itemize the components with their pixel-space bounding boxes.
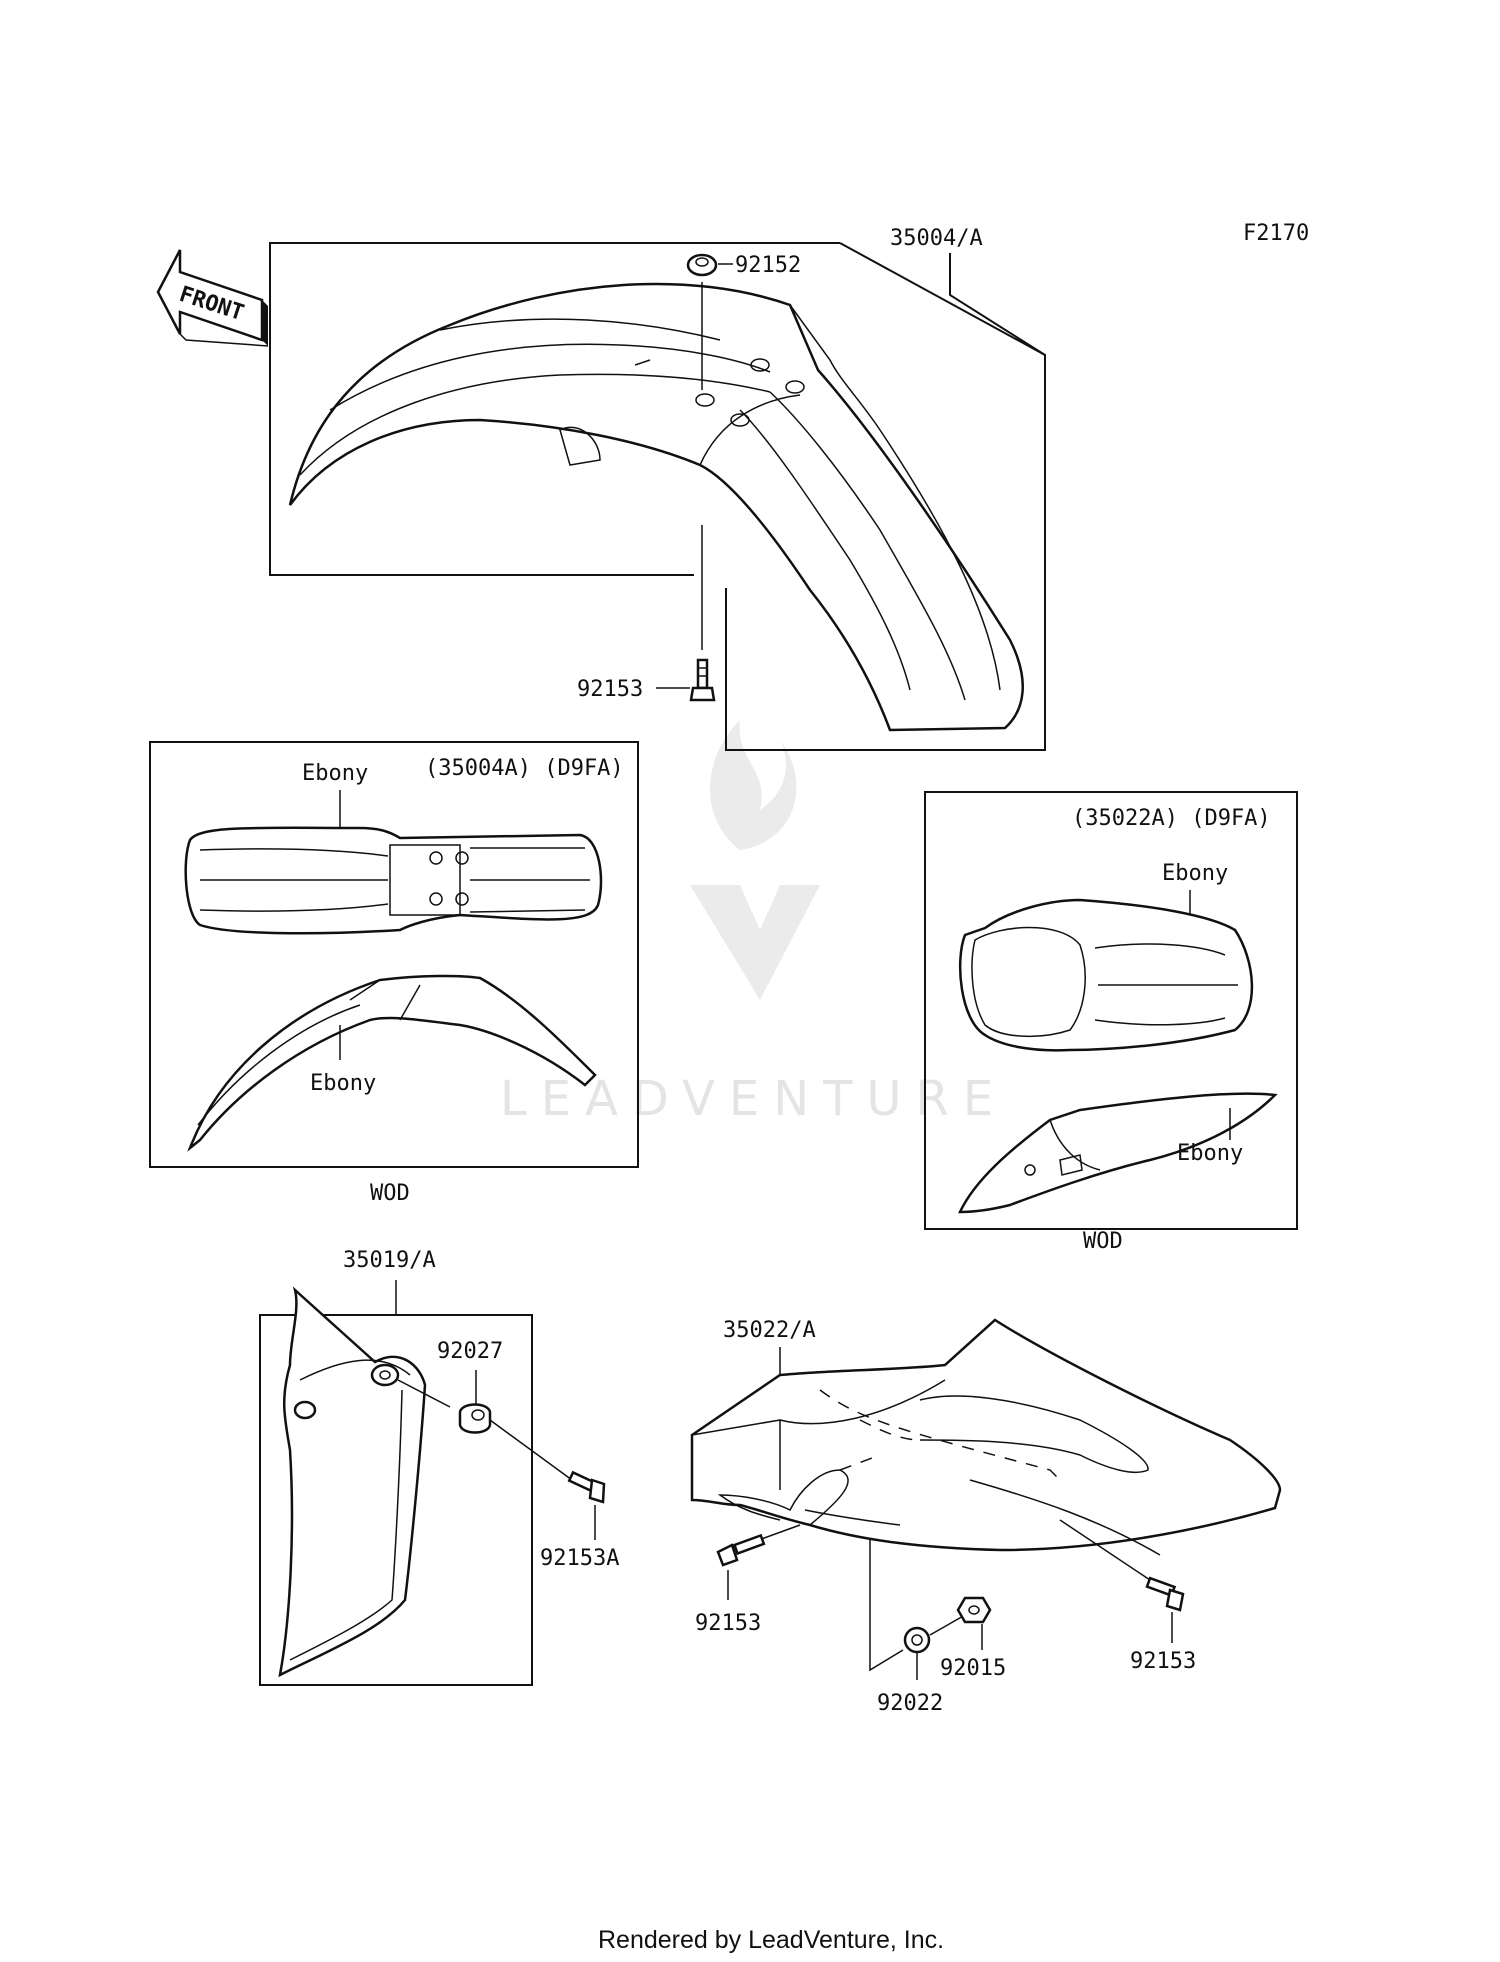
label-92027: 92027	[437, 1339, 503, 1364]
label-35022A: 35022/A	[723, 1318, 816, 1343]
callout-frame-front-top	[269, 242, 840, 576]
rear-fender-side-view	[958, 1092, 1278, 1214]
watermark-logo	[690, 720, 820, 1000]
inset-rear-ebony-top: Ebony	[1162, 861, 1228, 886]
inset-rear-box	[924, 791, 1298, 1230]
grommet-92027-icon	[458, 1403, 492, 1434]
callout-frame-front-bottom	[725, 242, 1046, 751]
rear-fender	[690, 1318, 1282, 1556]
label-92015: 92015	[940, 1656, 1006, 1681]
footer-credit: Rendered by LeadVenture, Inc.	[598, 1926, 944, 1954]
rear-fender-top-view	[959, 898, 1254, 1052]
inset-front-region: WOD	[370, 1181, 410, 1206]
inset-front-ebony-side: Ebony	[310, 1071, 376, 1096]
washer-92022-icon	[903, 1626, 931, 1654]
figure-code: F2170	[1243, 221, 1309, 246]
front-fender-top-view	[184, 826, 603, 935]
bolt-92153-rear-right-icon	[1145, 1576, 1185, 1612]
bolt-92153-rear-left-icon	[716, 1533, 766, 1567]
front-fender-side-view	[187, 974, 597, 1152]
inset-front-box	[149, 741, 639, 1168]
label-35019A: 35019/A	[343, 1248, 436, 1273]
inset-front-ebony-top: Ebony	[302, 761, 368, 786]
front-arrow-icon	[156, 249, 269, 347]
label-92152: 92152	[735, 253, 801, 278]
label-92153-front: 92153	[577, 677, 643, 702]
leader-35004	[949, 253, 1046, 356]
inset-rear-region: WOD	[1083, 1229, 1123, 1254]
leader-rear-washer	[869, 1540, 904, 1672]
label-92153-rear-left: 92153	[695, 1611, 761, 1636]
callout-box-number-plate	[259, 1314, 533, 1686]
label-92153-rear-right: 92153	[1130, 1649, 1196, 1674]
nut-92015-icon	[956, 1596, 992, 1624]
label-92022: 92022	[877, 1691, 943, 1716]
label-35004A: 35004/A	[890, 226, 983, 251]
inset-rear-ebony-side: Ebony	[1177, 1141, 1243, 1166]
bolt-92153-front-icon	[689, 658, 716, 702]
inset-rear-ref: (35022A) (D9FA)	[1072, 806, 1271, 831]
bolt-92153A-icon	[567, 1470, 606, 1504]
label-92153A: 92153A	[540, 1546, 619, 1571]
washer-92152-icon	[686, 253, 718, 277]
inset-front-ref: (35004A) (D9FA)	[425, 756, 624, 781]
front-fender	[288, 282, 1024, 732]
number-plate	[278, 1286, 427, 1678]
